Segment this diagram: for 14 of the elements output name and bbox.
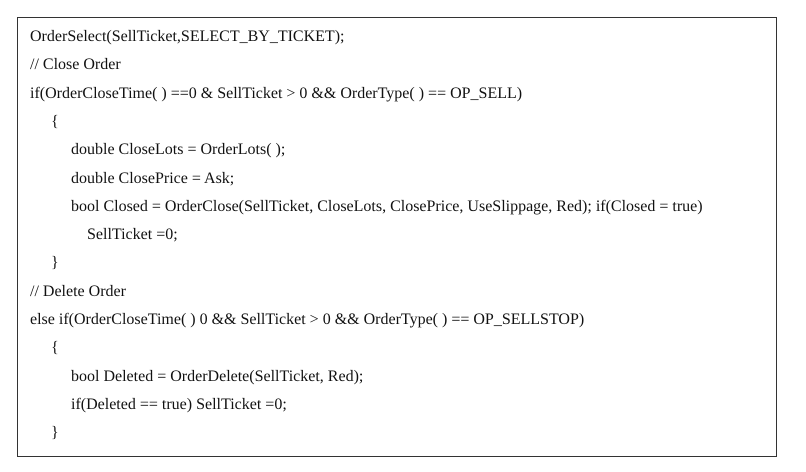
code-line: double CloseLots = OrderLots( ); — [71, 140, 286, 160]
brace: { — [51, 112, 60, 132]
brace: } — [51, 423, 60, 444]
code-comment: // Delete Order — [30, 282, 127, 302]
code-line: else if(OrderCloseTime( ) 0 && SellTicket > 0 && OrderType( ) == OP_SELLSTOP) — [30, 310, 586, 330]
code-line: if(Deleted == true) SellTicket =0; — [71, 394, 288, 415]
code-line: bool Closed = OrderClose(SellTicket, CloseLots, ClosePrice, UseSlippage, Red); if(Closed = true) SellTicket =0; — [71, 196, 704, 245]
brace: { — [51, 338, 60, 358]
brace: } — [51, 253, 60, 274]
code-line: double ClosePrice = Ask; — [71, 168, 236, 188]
code-line: OrderSelect(SellTicket,SELECT_BY_TICKET); — [30, 27, 346, 47]
code-comment: // Close Order — [30, 55, 122, 76]
code-line: bool Deleted = OrderDelete(SellTicket, Red); — [71, 366, 364, 387]
code-line: if(OrderCloseTime( ) ==0 & SellTicket > 0 && OrderType( ) == OP_SELL) — [30, 84, 524, 104]
